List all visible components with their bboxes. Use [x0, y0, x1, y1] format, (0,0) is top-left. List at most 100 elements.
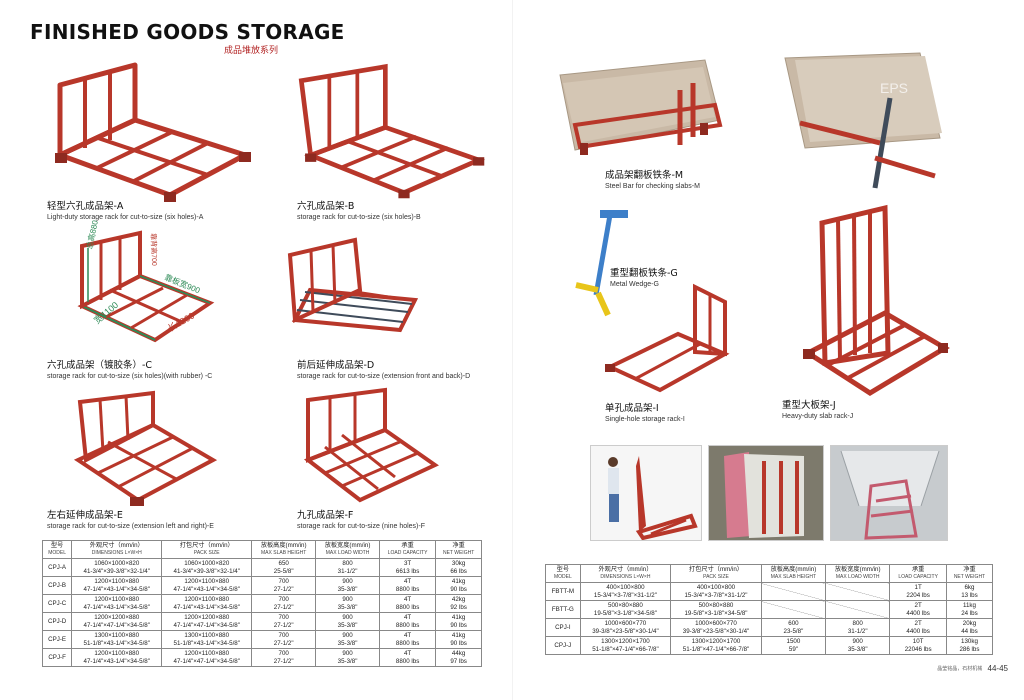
table-cell-text: 90 lbs [450, 585, 467, 593]
table-cell-text: 2T [914, 620, 922, 627]
table-cell-text: DIMENSIONS L×W×H [600, 573, 651, 580]
photo-racks-in-container [830, 445, 948, 541]
table-cell-text: 51-1/8"×43-1/4"×34-5/8" [173, 639, 240, 647]
table-cell-text: 700 [278, 614, 289, 621]
caption-g-cn: 重型翻板铁条-G [610, 268, 678, 279]
table-cell-text: 90 lbs [450, 639, 467, 647]
table-cell-text: 51-1/8"×43-1/4"×34-5/8" [83, 639, 150, 647]
caption-d-en: storage rack for cut-to-size (extension … [297, 373, 471, 380]
caption-e-en: storage rack for cut-to-size (extension … [47, 523, 214, 530]
footer-small-text: 晶莹铭晶，石材机械 [937, 666, 983, 673]
cell-model: CPJ-I [545, 618, 581, 637]
table-cell-text: 净重 [963, 566, 976, 573]
caption-g-en: Metal Wedge-G [610, 281, 659, 288]
rack-image-e [68, 390, 218, 510]
photo-rack-loaded-slabs [708, 445, 824, 541]
table-cell-text: 4T [403, 596, 412, 603]
table-cell-text: 30kg [451, 560, 466, 567]
cell-height-empty [760, 600, 827, 619]
table-cell-text: 23-5/8" [783, 627, 804, 635]
table-cell-text: 1500 [786, 638, 801, 645]
table-cell-text: 700 [278, 596, 289, 603]
table-cell-text: 90 lbs [450, 621, 467, 629]
table-cell-text: 27-1/2" [273, 585, 294, 593]
caption-c: 六孔成品架（镀胶条）-C storage rack for cut-to-siz… [47, 360, 212, 382]
table-cell-text: 11kg [962, 602, 976, 609]
table-cell-text: 31-1/2" [337, 567, 358, 575]
cell-model: FBTT-M [545, 582, 581, 601]
table-cell-text: 42kg [451, 596, 466, 603]
cell-model: CPJ-A [41, 558, 73, 577]
page-spread-divider [512, 0, 513, 700]
table-cell-text: 44 lbs [961, 627, 978, 635]
table-cell-text: 24 lbs [961, 609, 978, 617]
table-cell-text: 66 lbs [450, 567, 467, 575]
table-cell-text: 47-1/4"×43-1/4"×34-5/8" [173, 585, 240, 593]
table-cell-text: 1200×1100×880 [184, 650, 230, 657]
table-cell-text: 19-5/8"×3-1/8"×34-5/8" [593, 609, 657, 617]
table-cell-text: 97 lbs [450, 657, 467, 665]
table-cell-text: 27-1/2" [273, 621, 294, 629]
caption-i-en: Single-hole storage rack-I [605, 416, 685, 423]
rack-image-i [600, 282, 740, 402]
table-cell-text: 27-1/2" [273, 603, 294, 611]
table-header: 外观尺寸（mm/in）DIMENSIONS L×W×H [579, 564, 672, 583]
table-cell-text: 900 [342, 614, 353, 621]
table-cell-text: 22046 lbs [904, 645, 932, 653]
page-footer: 晶莹铭晶，石材机械 44-45 [937, 664, 1008, 673]
table-cell-text: 47-1/4"×47-1/4"×34-5/8" [83, 621, 150, 629]
table-cell-text: 51-1/8"×47-1/4"×66-7/8" [682, 645, 750, 653]
caption-f: 九孔成品架-F storage rack for cut-to-size (ni… [297, 510, 425, 532]
table-cell-text: 10T [912, 638, 924, 645]
caption-c-en: storage rack for cut-to-size (six holes)… [47, 373, 213, 380]
table-cell-text: 外观尺寸（mm/in） [598, 566, 653, 573]
metal-wedge-image-g [568, 205, 628, 325]
table-cell-text: 41kg [451, 614, 466, 621]
photo-rack-with-person [590, 445, 702, 541]
rack-image-a [50, 60, 260, 210]
table-cell-text: MAX SLAB HEIGHT [261, 549, 307, 556]
table-cell-text: 打包尺寸（mm/in） [689, 566, 743, 573]
table-cell-text: 3T [403, 560, 412, 567]
table-cell-text: 47-1/4"×47-1/4"×34-5/8" [173, 621, 240, 629]
table-cell-text: 500×80×880 [608, 602, 643, 609]
table-cell-text: 41-3/4"×39-3/8"×32-1/4" [83, 567, 150, 575]
page-number: 44-45 [987, 664, 1008, 673]
table-cell-text: 1T [914, 584, 922, 591]
caption-j-cn: 重型大板架-J [782, 400, 836, 411]
table-cell-text: 39-3/8"×23-5/8"×30-1/4" [592, 627, 659, 635]
table-cell-text: 2T [914, 602, 922, 609]
caption-m: 成品架翻板铁条-M Steel Bar for checking slabs-M [605, 170, 700, 192]
